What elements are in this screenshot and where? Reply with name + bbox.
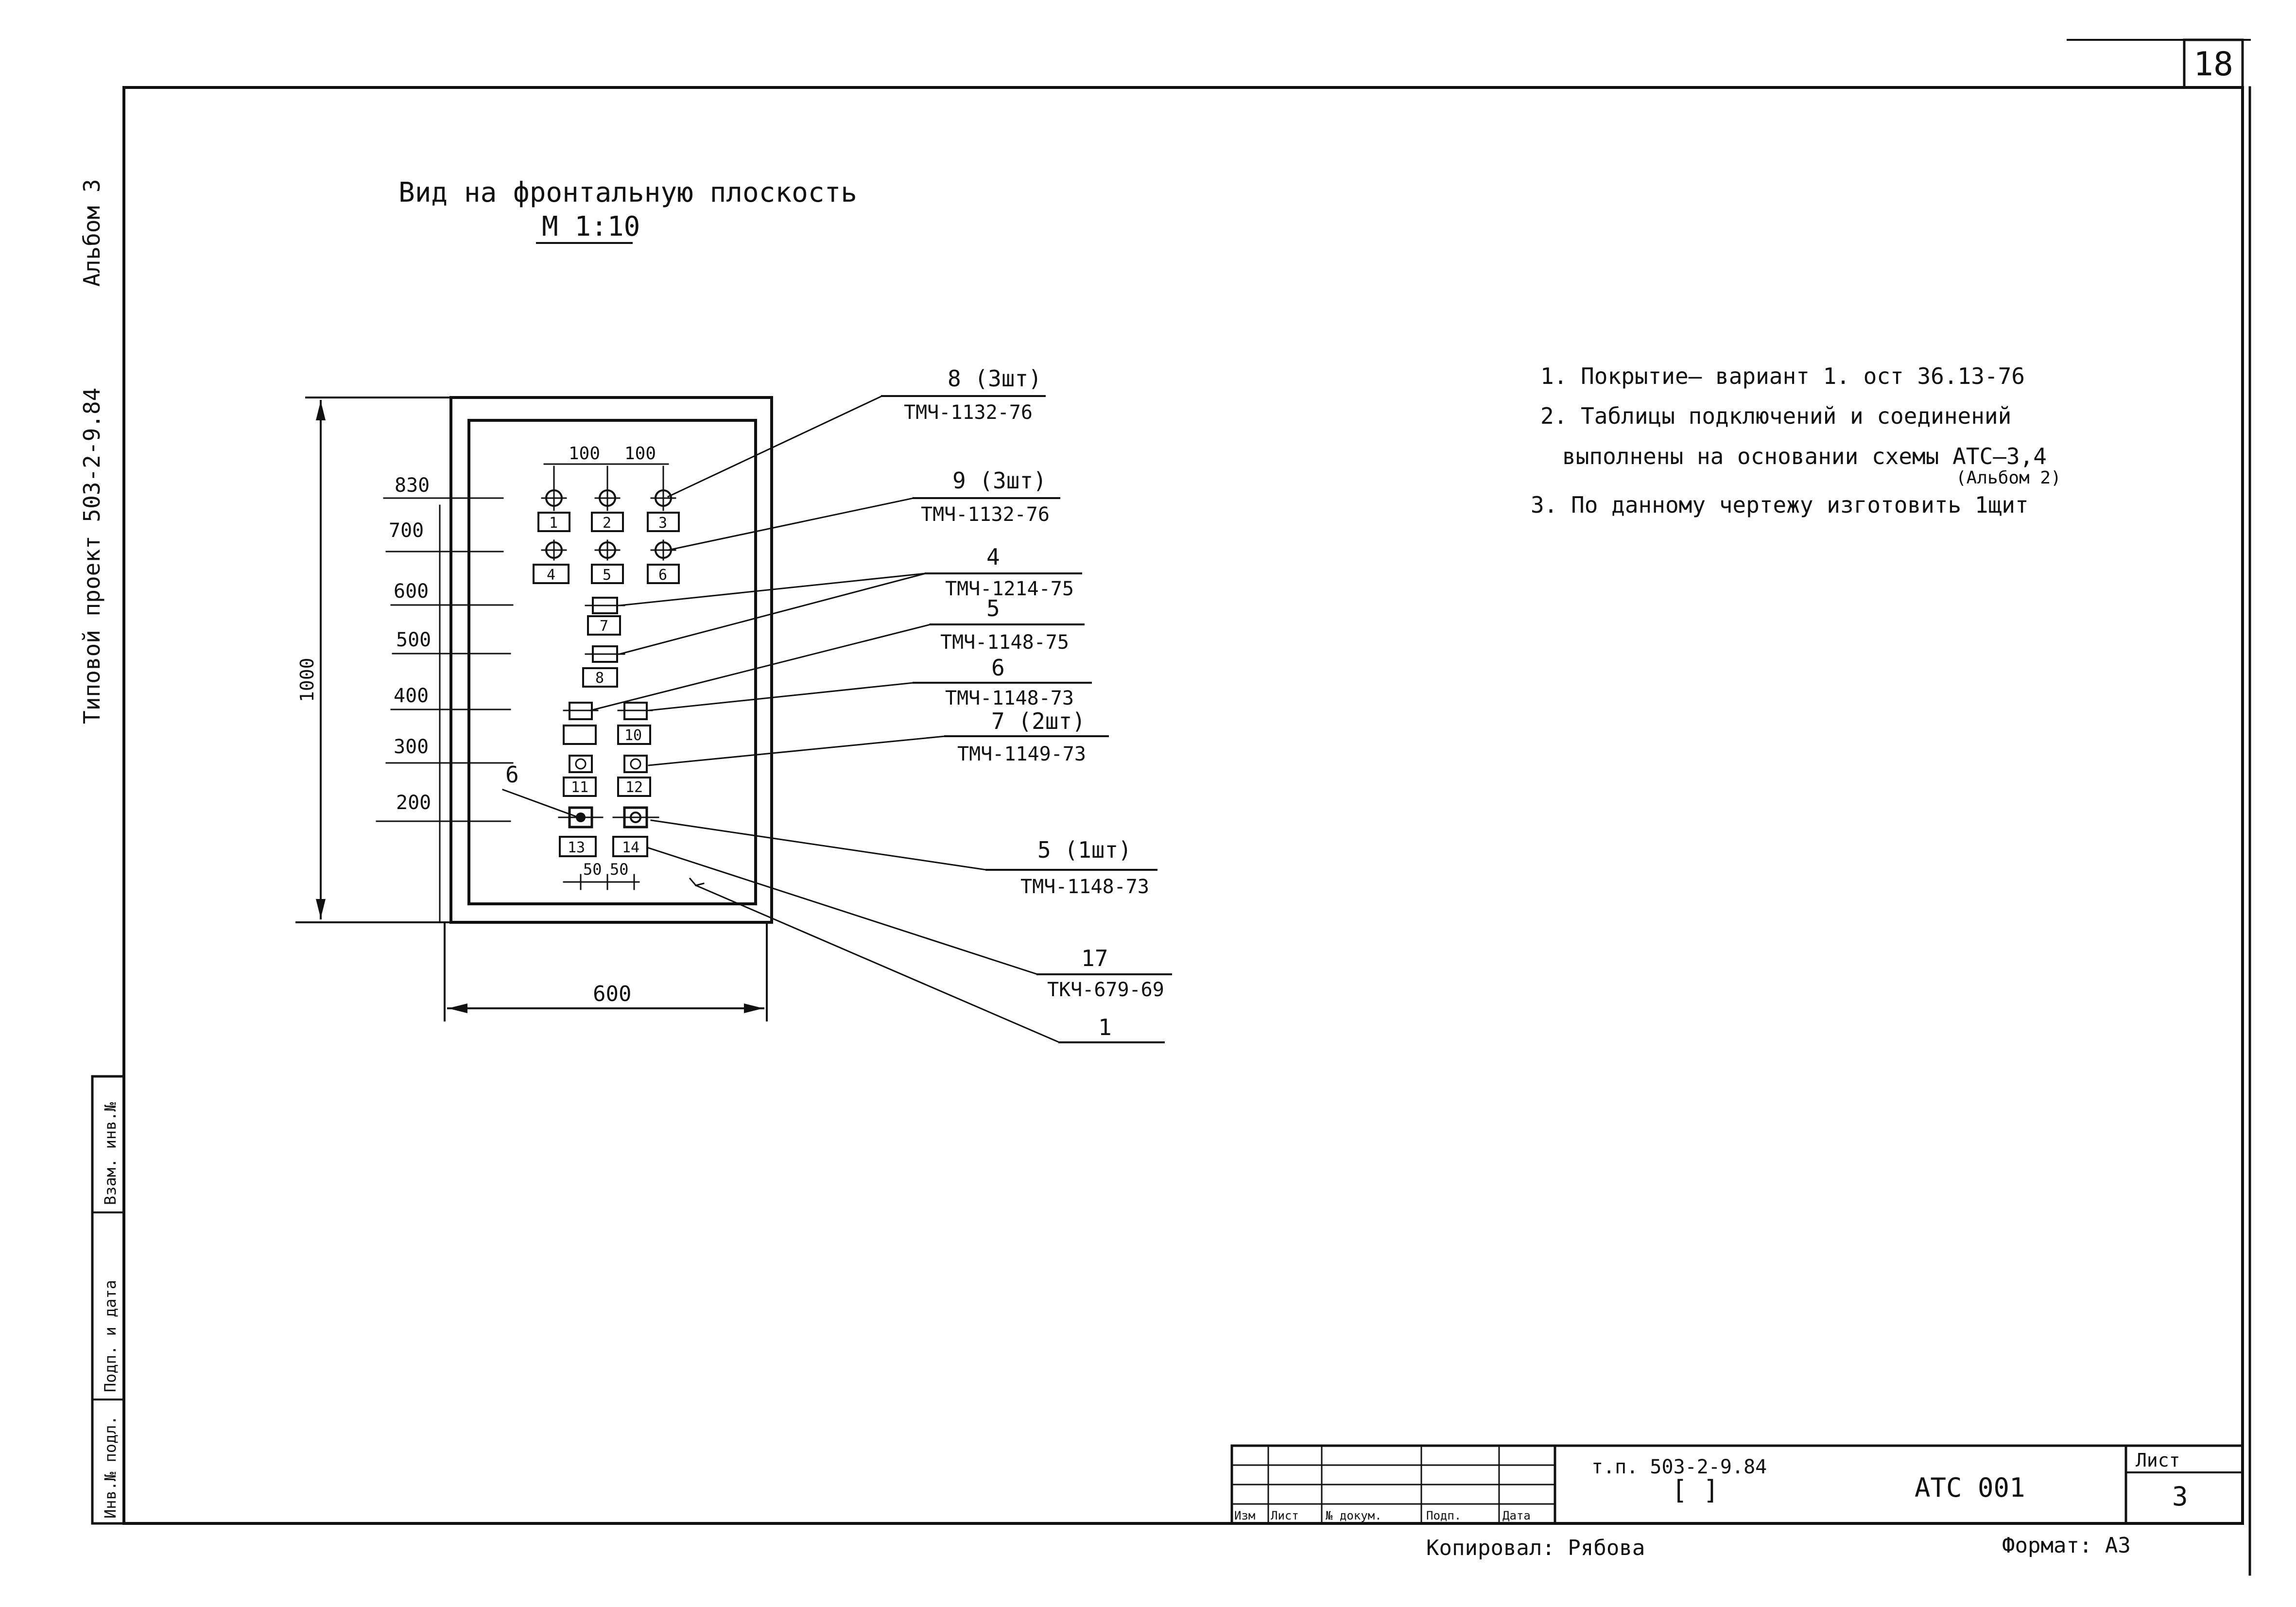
device-number-1: 1 xyxy=(549,515,558,532)
device-number-3: 3 xyxy=(658,515,667,532)
device-number-6: 6 xyxy=(658,567,667,584)
lamp-row-2: 4 5 6 xyxy=(533,539,680,584)
view-title: Вид на фронтальную плоскость xyxy=(398,177,857,208)
callout-6-ref: ТМЧ-1149-73 xyxy=(957,743,1086,765)
doc-code: т.п. 503-2-9.84 xyxy=(1591,1456,1767,1478)
col-izm: Изм xyxy=(1234,1509,1255,1522)
sheet-number-box xyxy=(2183,38,2244,89)
callout-9-pos: 1 xyxy=(1098,1014,1112,1040)
panel-inner xyxy=(467,419,757,905)
center-devices: 7 8 xyxy=(582,597,625,688)
overall-height-label: 1000 xyxy=(296,657,318,702)
callout-7-ref: ТМЧ-1148-73 xyxy=(1020,876,1149,898)
note-3: 3. По данному чертежу изготовить 1щит xyxy=(1531,492,2029,518)
level-400: 400 xyxy=(394,685,429,707)
level-300: 300 xyxy=(394,736,429,758)
sheet-label: Лист xyxy=(2136,1450,2180,1471)
width-dimension: 600 xyxy=(444,921,768,1021)
lower-devices: 10 11 12 13 14 xyxy=(558,702,659,857)
top-spacing-dimension: 100 100 xyxy=(543,444,669,465)
callout-2-pos: 9 (3шт) xyxy=(952,467,1047,494)
level-700: 700 xyxy=(389,519,424,542)
view-scale: М 1:10 xyxy=(542,211,640,242)
level-830: 830 xyxy=(395,474,430,497)
lamp-row-1: 1 2 3 xyxy=(537,466,680,532)
callout-4-ref: ТМЧ-1148-75 xyxy=(940,631,1069,654)
note-2-cont: выполнены на основании схемы АТС–3,4 xyxy=(1562,443,2047,469)
callout-2-ref: ТМЧ-1132-76 xyxy=(921,503,1050,526)
title-block: Изм Лист № докум. Подп. Дата т.п. 503-2-… xyxy=(1230,1444,2244,1525)
top-spacing-2: 100 xyxy=(624,444,656,464)
callout-6-pos: 7 (2шт) xyxy=(991,708,1086,734)
doc-designation: АТС 001 xyxy=(1915,1472,2025,1503)
device-number-14: 14 xyxy=(622,839,639,856)
device-number-12: 12 xyxy=(625,779,643,796)
device-number-5: 5 xyxy=(603,567,611,584)
level-500: 500 xyxy=(396,629,431,651)
panel-outer xyxy=(449,396,773,924)
overall-width-label: 600 xyxy=(593,982,631,1006)
top-spacing-1: 100 xyxy=(569,444,600,464)
col-list: Лист xyxy=(1271,1509,1299,1522)
stamp-label-replacement: Взам. инв.№ xyxy=(101,1102,120,1205)
col-date: Дата xyxy=(1502,1509,1531,1522)
device-number-10: 10 xyxy=(624,727,642,744)
callout-5-ref: ТМЧ-1148-73 xyxy=(945,687,1074,709)
callout-1-ref: ТМЧ-1132-76 xyxy=(904,401,1033,424)
stamp-label-signature: Подп. и дата xyxy=(101,1280,120,1392)
device-number-8: 8 xyxy=(595,670,604,687)
callout-4-pos: 5 xyxy=(986,595,1000,622)
panel-drawing xyxy=(449,396,773,924)
bottom-spacing-2: 50 xyxy=(610,860,629,879)
col-doc: № докум. xyxy=(1326,1509,1382,1522)
copied-by: Копировал: Рябова xyxy=(1426,1536,1645,1560)
sheet-format: Формат: А3 xyxy=(2002,1533,2131,1558)
callout-8-ref: ТКЧ-679-69 xyxy=(1047,979,1164,1001)
callout-3-pos: 4 xyxy=(986,544,1000,570)
doc-brackets: [ ] xyxy=(1672,1475,1719,1505)
stamp-label-inventory: Инв.№ подл. xyxy=(101,1416,120,1519)
note-1: 1. Покрытие– вариант 1. ост 36.13-76 xyxy=(1540,363,2025,389)
callouts: 8 (3шт) ТМЧ-1132-76 9 (3шт) ТМЧ-1132-76 … xyxy=(589,365,1172,1043)
outer-frame xyxy=(122,86,2244,1525)
bottom-spacing-dimension: 50 50 xyxy=(563,860,640,890)
left-callout-label: 6 xyxy=(505,761,519,788)
level-marks: 830 700 600 500 400 300 200 xyxy=(376,474,514,822)
sheet-number: 18 xyxy=(2193,45,2233,84)
col-sign: Подп. xyxy=(1426,1509,1461,1522)
project-side-label: Типовой проект 503-2-9.84 xyxy=(79,388,105,724)
callout-5-pos: 6 xyxy=(991,655,1005,681)
album-side-label: Альбом 3 xyxy=(79,179,105,287)
device-number-2: 2 xyxy=(603,515,611,532)
callout-8-pos: 17 xyxy=(1081,945,1108,971)
bottom-spacing-1: 50 xyxy=(583,860,602,879)
callout-7-pos: 5 (1шт) xyxy=(1037,837,1132,863)
callout-1-pos: 8 (3шт) xyxy=(948,365,1042,392)
device-number-11: 11 xyxy=(571,779,588,796)
level-600: 600 xyxy=(394,580,429,603)
notes-block: 1. Покрытие– вариант 1. ост 36.13-76 2. … xyxy=(1531,363,2061,518)
device-number-7: 7 xyxy=(600,618,608,635)
sheet-value: 3 xyxy=(2172,1481,2188,1512)
left-callout-leader xyxy=(502,789,577,817)
left-stamp: Инв.№ подл. Подп. и дата Взам. инв.№ xyxy=(91,1075,125,1525)
height-dimension: 1000 xyxy=(295,397,452,923)
note-2: 2. Таблицы подключений и соединений xyxy=(1540,403,2011,429)
note-2-album: (Альбом 2) xyxy=(1956,468,2061,488)
callout-3-ref: ТМЧ-1214-75 xyxy=(945,578,1074,600)
device-number-4: 4 xyxy=(547,567,555,584)
level-200: 200 xyxy=(396,792,431,814)
device-number-13: 13 xyxy=(568,839,585,856)
